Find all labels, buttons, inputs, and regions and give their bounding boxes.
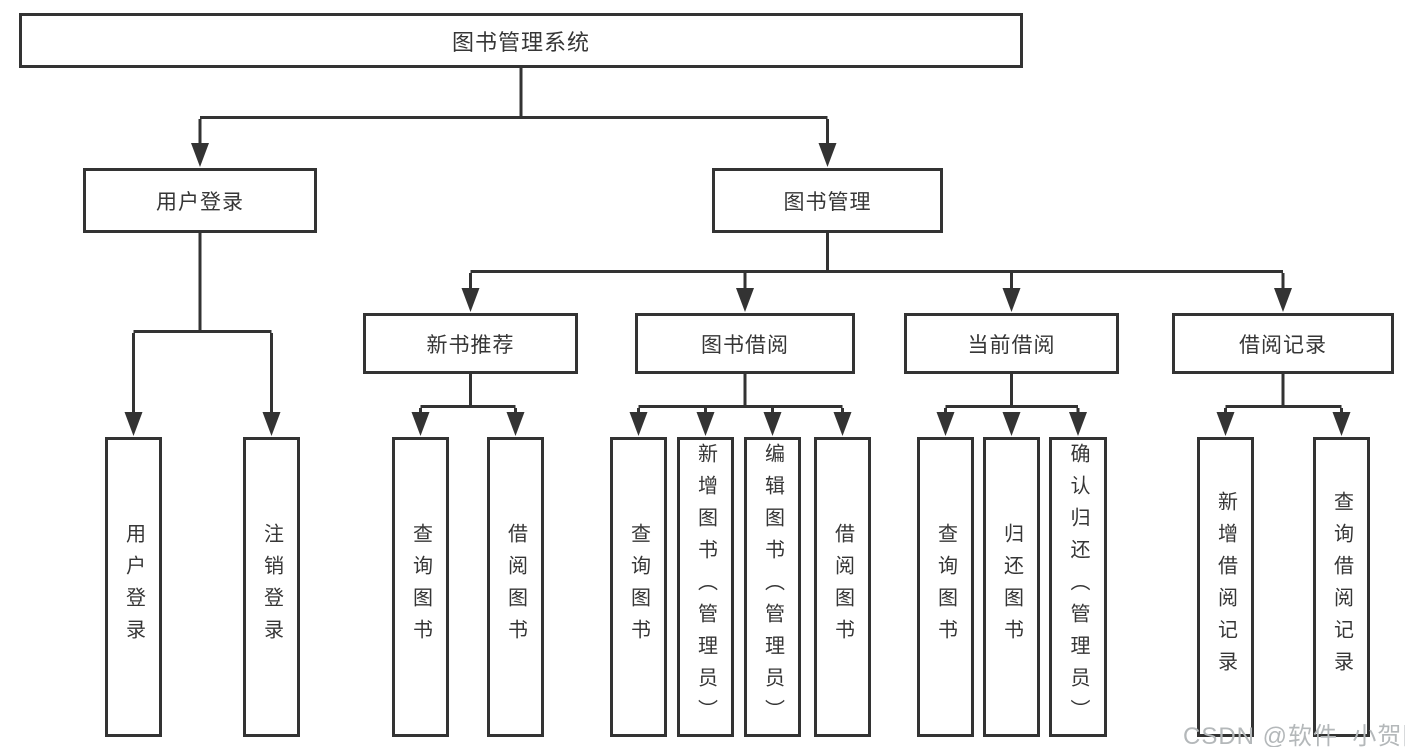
leaf-edit-book-admin: 编辑图书（管理员） xyxy=(744,437,801,737)
node-book-borrowing: 图书借阅 xyxy=(635,313,855,374)
leaf-query-borrow-record: 查询借阅记录 xyxy=(1313,437,1370,737)
node-borrowing-records: 借阅记录 xyxy=(1172,313,1394,374)
node-label: 用户登录 xyxy=(122,523,145,651)
node-label: 编辑图书（管理员） xyxy=(761,443,784,731)
node-user-login: 用户登录 xyxy=(83,168,317,233)
leaf-borrow-books-borrowing: 借阅图书 xyxy=(814,437,871,737)
leaf-query-books-current: 查询图书 xyxy=(917,437,974,737)
leaf-borrow-books-recommend: 借阅图书 xyxy=(487,437,544,737)
leaf-add-borrow-record: 新增借阅记录 xyxy=(1197,437,1254,737)
node-label: 新增借阅记录 xyxy=(1214,491,1237,683)
node-label: 查询借阅记录 xyxy=(1330,491,1353,683)
node-label: 新增图书（管理员） xyxy=(694,443,717,731)
leaf-logout: 注销登录 xyxy=(243,437,300,737)
node-label: 归还图书 xyxy=(1000,523,1023,651)
watermark: CSDN @软件_小贺同学 xyxy=(1183,723,1405,747)
leaf-query-books-recommend: 查询图书 xyxy=(392,437,449,737)
arrowheads xyxy=(124,143,1351,436)
leaf-confirm-return-admin: 确认归还（管理员） xyxy=(1049,437,1107,737)
node-library-management-system: 图书管理系统 xyxy=(19,13,1023,68)
node-label: 借阅图书 xyxy=(504,523,527,651)
leaf-query-books-borrowing: 查询图书 xyxy=(610,437,667,737)
node-label: 确认归还（管理员） xyxy=(1067,443,1089,731)
node-current-borrowing: 当前借阅 xyxy=(904,313,1119,374)
node-new-book-recommendation: 新书推荐 xyxy=(363,313,578,374)
leaf-user-login: 用户登录 xyxy=(105,437,162,737)
node-label: 查询图书 xyxy=(934,523,957,651)
node-label: 查询图书 xyxy=(627,523,650,651)
node-label: 借阅图书 xyxy=(831,523,854,651)
node-book-management: 图书管理 xyxy=(712,168,943,233)
node-label: 注销登录 xyxy=(260,523,283,651)
leaf-return-books: 归还图书 xyxy=(983,437,1040,737)
leaf-add-book-admin: 新增图书（管理员） xyxy=(677,437,734,737)
node-label: 查询图书 xyxy=(409,523,432,651)
